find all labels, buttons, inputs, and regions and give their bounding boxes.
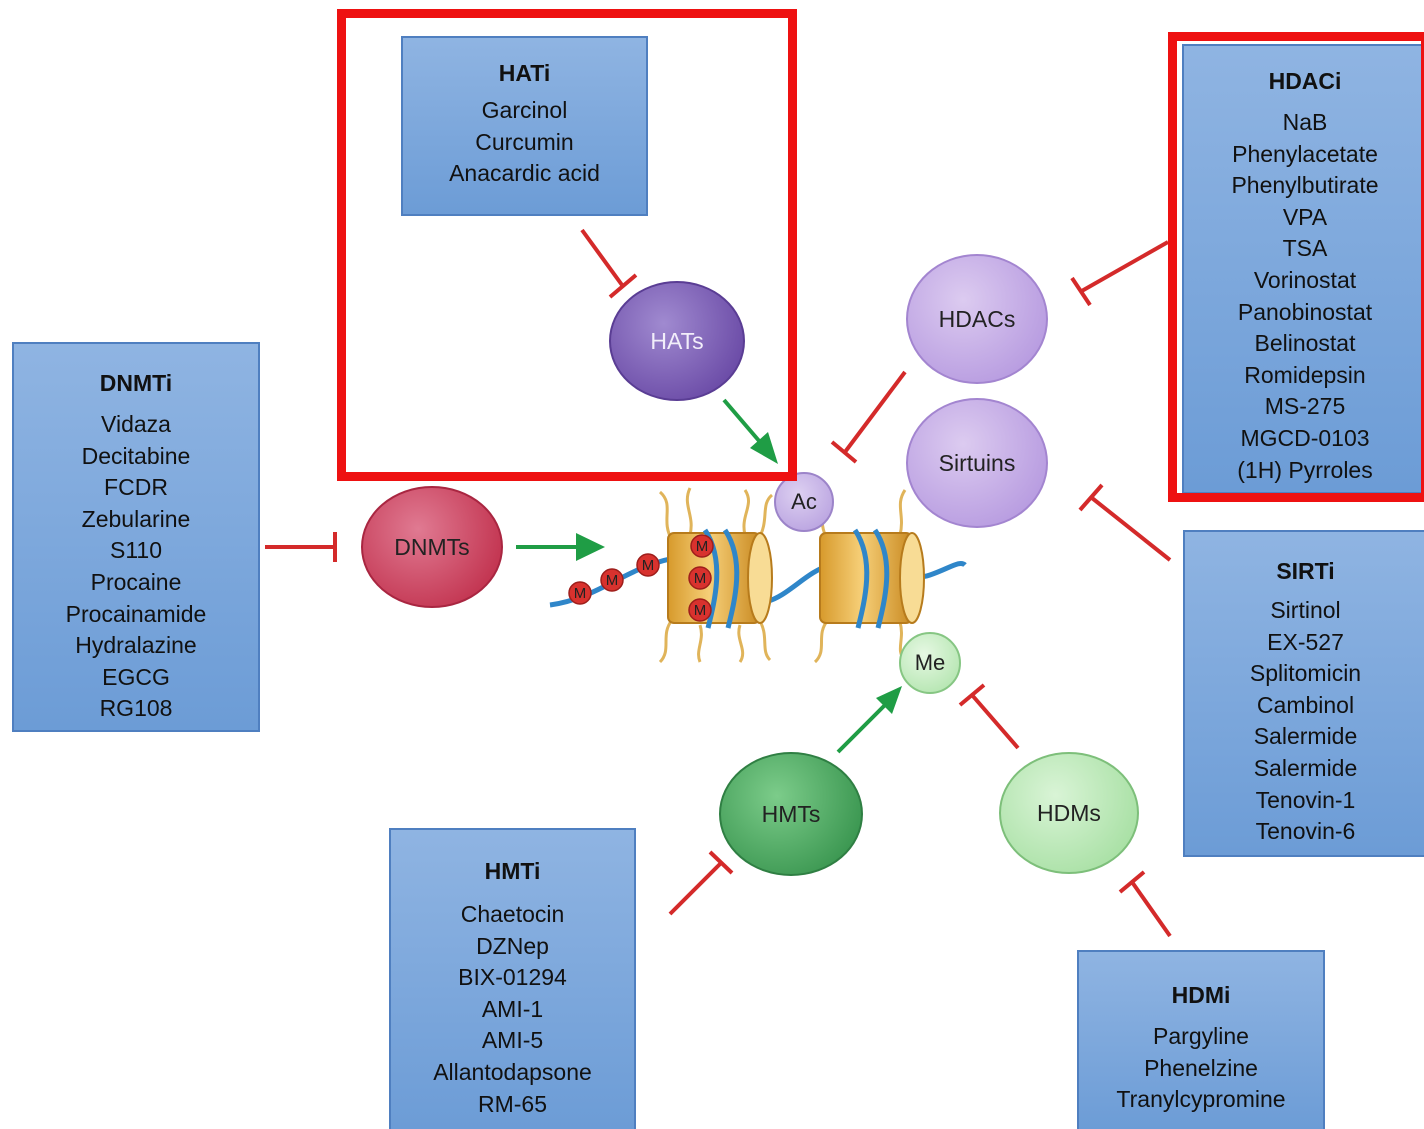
- hdmi-inhibits-hdms-connector: [1118, 870, 1172, 938]
- hdmi-list: Pargyline Phenelzine Tranylcypromine: [1079, 1021, 1323, 1116]
- dna-methyl-mark: M: [600, 568, 624, 592]
- hmti-box: HMTi Chaetocin DZNep BIX-01294 AMI-1 AMI…: [389, 828, 636, 1129]
- hati-item: Garcinol: [481, 97, 568, 123]
- dnmti-title: DNMTi: [99, 370, 173, 396]
- hmti-list: Chaetocin DZNep BIX-01294 AMI-1 AMI-5 Al…: [391, 899, 634, 1120]
- sirti-list: Sirtinol EX-527 Splitomicin Cambinol Sal…: [1185, 595, 1424, 848]
- hdmi-item: Tranylcypromine: [1116, 1086, 1286, 1113]
- hdaci-item: VPA: [1282, 203, 1328, 230]
- dna-methyl-mark-label: M: [696, 538, 709, 555]
- sirtuins-node: Sirtuins: [906, 398, 1048, 528]
- hdacs-deacetylate-connector: [830, 370, 907, 464]
- sirti-item: EX-527: [1267, 628, 1344, 655]
- dnmti-list: Vidaza Decitabine FCDR Zebularine S110 P…: [14, 409, 258, 725]
- hdaci-item: (1H) Pyrroles: [1237, 456, 1373, 483]
- hdmi-item: Pargyline: [1153, 1023, 1249, 1049]
- methyl-mark: Me: [899, 632, 961, 694]
- dnmti-box: DNMTi Vidaza Decitabine FCDR Zebularine …: [12, 342, 260, 732]
- dna-methyl-mark-label: M: [694, 602, 707, 619]
- hmti-item: Chaetocin: [460, 901, 565, 927]
- hmts-methylate-arrow: [836, 686, 902, 754]
- hati-title: HATi: [498, 60, 551, 86]
- dnmts-node: DNMTs: [361, 486, 503, 608]
- hdmi-box: HDMi Pargyline Phenelzine Tranylcypromin…: [1077, 950, 1325, 1129]
- sirti-item: Tenovin-1: [1255, 786, 1356, 813]
- dna-methyl-mark: M: [690, 534, 714, 558]
- dna-methyl-mark-label: M: [606, 572, 619, 589]
- hdaci-box: HDACi NaB Phenylacetate Phenylbutirate V…: [1182, 44, 1424, 494]
- dna-methyl-mark: M: [568, 581, 592, 605]
- hdaci-item: MS-275: [1264, 393, 1346, 420]
- dnmti-item: S110: [109, 537, 162, 564]
- hdaci-item: MGCD-0103: [1240, 424, 1370, 451]
- hdaci-item: TSA: [1282, 235, 1328, 262]
- hdms-demethylate-connector: [958, 683, 1020, 750]
- hmti-inhibits-hmts-connector: [668, 850, 734, 916]
- sirti-item: Cambinol: [1256, 691, 1355, 718]
- dna-methyl-mark: M: [688, 566, 712, 590]
- hdaci-title: HDACi: [1268, 68, 1342, 94]
- hmti-item: BIX-01294: [458, 964, 567, 991]
- sirti-item: Splitomicin: [1249, 660, 1362, 687]
- dna-methyl-mark-label: M: [694, 570, 707, 587]
- hmti-item: AMI-5: [481, 1027, 544, 1054]
- dnmti-item: Hydralazine: [75, 632, 197, 659]
- hdmi-item: Phenelzine: [1144, 1054, 1258, 1081]
- dnmti-item: FCDR: [104, 474, 168, 501]
- dnmts-methylate-arrow: [516, 533, 605, 561]
- hdaci-item: Phenylacetate: [1232, 140, 1378, 167]
- sirti-item: Sirtinol: [1270, 597, 1341, 623]
- dnmti-item: RG108: [99, 695, 173, 722]
- hats-acetylate-arrow: [722, 398, 778, 464]
- hdms-node: HDMs: [999, 752, 1139, 874]
- hdmi-title: HDMi: [1171, 982, 1231, 1008]
- nucleosome-left: [667, 528, 773, 629]
- hati-box: HATi Garcinol Curcumin Anacardic acid: [401, 36, 648, 216]
- hdacs-node: HDACs: [906, 254, 1048, 384]
- dnmti-inhibits-dnmts-connector: [265, 532, 337, 562]
- sirti-item: Salermide: [1253, 754, 1358, 781]
- dnmti-item: Zebularine: [81, 505, 191, 532]
- hmti-item: AMI-1: [481, 995, 544, 1022]
- dnmti-item: Procainamide: [65, 600, 207, 627]
- dnmti-item: Procaine: [90, 568, 182, 595]
- hmti-item: Allantodapsone: [433, 1058, 592, 1085]
- dnmti-item: EGCG: [102, 663, 170, 690]
- acetyl-mark: Ac: [774, 472, 834, 532]
- hati-item: Anacardic acid: [449, 160, 600, 187]
- dna-methyl-mark: M: [636, 553, 660, 577]
- hdaci-inhibits-hdacs-connector: [1070, 240, 1169, 307]
- sirti-title: SIRTi: [1276, 558, 1335, 584]
- sirti-item: Salermide: [1253, 723, 1358, 750]
- hdaci-item: NaB: [1282, 109, 1328, 135]
- dnmti-item: Decitabine: [81, 442, 191, 469]
- dna-methyl-mark-label: M: [574, 585, 587, 602]
- hdaci-item: Vorinostat: [1253, 266, 1357, 293]
- nucleosome-right: [819, 528, 925, 629]
- sirti-inhibits-sirtuins-connector: [1078, 483, 1172, 562]
- hmti-item: RM-65: [477, 1090, 547, 1117]
- hmti-item: DZNep: [476, 932, 549, 959]
- hati-inhibits-hats-connector: [580, 228, 638, 299]
- dnmti-item: Vidaza: [101, 411, 171, 437]
- hdaci-item: Panobinostat: [1237, 298, 1373, 325]
- hmts-node: HMTs: [719, 752, 863, 876]
- hats-node: HATs: [609, 281, 745, 401]
- hdaci-list: NaB Phenylacetate Phenylbutirate VPA TSA…: [1184, 107, 1424, 486]
- hmti-title: HMTi: [484, 858, 541, 884]
- hdaci-item: Romidepsin: [1244, 361, 1366, 388]
- dna-methyl-mark-label: M: [642, 557, 655, 574]
- hati-list: Garcinol Curcumin Anacardic acid: [403, 95, 646, 190]
- hati-item: Curcumin: [475, 128, 574, 155]
- sirti-item: Tenovin-6: [1255, 818, 1356, 845]
- sirti-box: SIRTi Sirtinol EX-527 Splitomicin Cambin…: [1183, 530, 1424, 857]
- dna-methyl-mark: M: [688, 598, 712, 622]
- hdaci-item: Belinostat: [1254, 330, 1356, 357]
- hat-highlight-frame: [337, 9, 797, 481]
- hdac-highlight-frame: [1168, 32, 1424, 502]
- hdaci-item: Phenylbutirate: [1231, 172, 1379, 199]
